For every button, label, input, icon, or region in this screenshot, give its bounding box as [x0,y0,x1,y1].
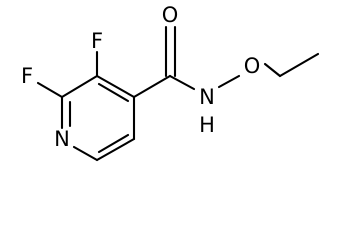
atom-fluorine-upper: F [91,29,103,53]
bond-c4-carbonyl [132,74,172,99]
bond-o-ch2 [263,62,282,78]
bond-c5-c6 [95,137,136,162]
atom-amide-nitrogen: N [199,85,215,109]
bond-n-o [217,74,241,89]
bond-c6-n1 [72,145,99,162]
bond-carbonyl-n [168,74,196,91]
atom-amide-hydrogen: H [199,113,215,137]
bond-c2-f [36,81,64,99]
bond-c3-c4-inner [97,82,130,103]
atom-ring-nitrogen: N [54,127,70,151]
bonds [36,25,320,162]
atom-carbonyl-oxygen: O [162,3,179,27]
atom-labels: F F N O N H O [21,3,260,151]
atom-ether-oxygen: O [244,54,261,78]
atom-fluorine-left: F [21,64,33,88]
bond-c3-c4 [95,74,136,99]
bond-ch2-ch3 [278,52,320,78]
chemical-structure-diagram: F F N O N H O [21,3,320,162]
bond-c2-c3 [60,74,99,99]
bond-c5-c6-inner [97,133,130,154]
